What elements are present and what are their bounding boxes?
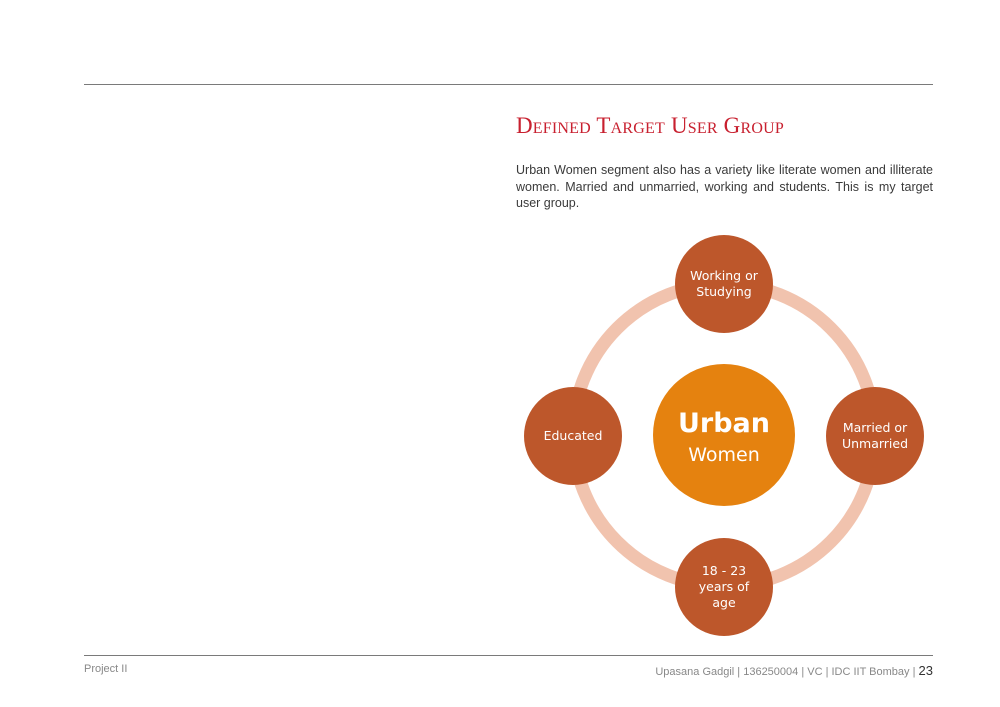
footer-project: Project II bbox=[84, 663, 128, 675]
svg-text:Educated: Educated bbox=[544, 428, 603, 443]
node-label-line: age bbox=[712, 595, 736, 610]
page-title: Defined Target User Group bbox=[516, 113, 784, 138]
node-label-line: Married or bbox=[843, 420, 908, 435]
node-educated: Educated bbox=[524, 387, 622, 485]
node-label-line: Educated bbox=[544, 428, 603, 443]
header-rule bbox=[84, 84, 933, 85]
center-subtitle: Women bbox=[688, 444, 760, 466]
center-title: Urban bbox=[678, 408, 770, 439]
footer-rule bbox=[84, 655, 933, 656]
node-label-line: Studying bbox=[696, 284, 751, 299]
center-circle bbox=[653, 364, 795, 506]
footer-separator: | bbox=[912, 666, 916, 678]
footer-info: Upasana Gadgil | 136250004 | VC | IDC II… bbox=[655, 666, 910, 678]
page-number: 23 bbox=[918, 663, 933, 678]
node-label-line: Working or bbox=[690, 268, 759, 283]
node-label-line: years of bbox=[699, 579, 750, 594]
node-label-line: 18 - 23 bbox=[702, 563, 746, 578]
intro-paragraph: Urban Women segment also has a variety l… bbox=[516, 163, 933, 210]
node-label-line: Unmarried bbox=[842, 436, 908, 451]
footer-credits: Upasana Gadgil | 136250004 | VC | IDC II… bbox=[655, 663, 933, 678]
